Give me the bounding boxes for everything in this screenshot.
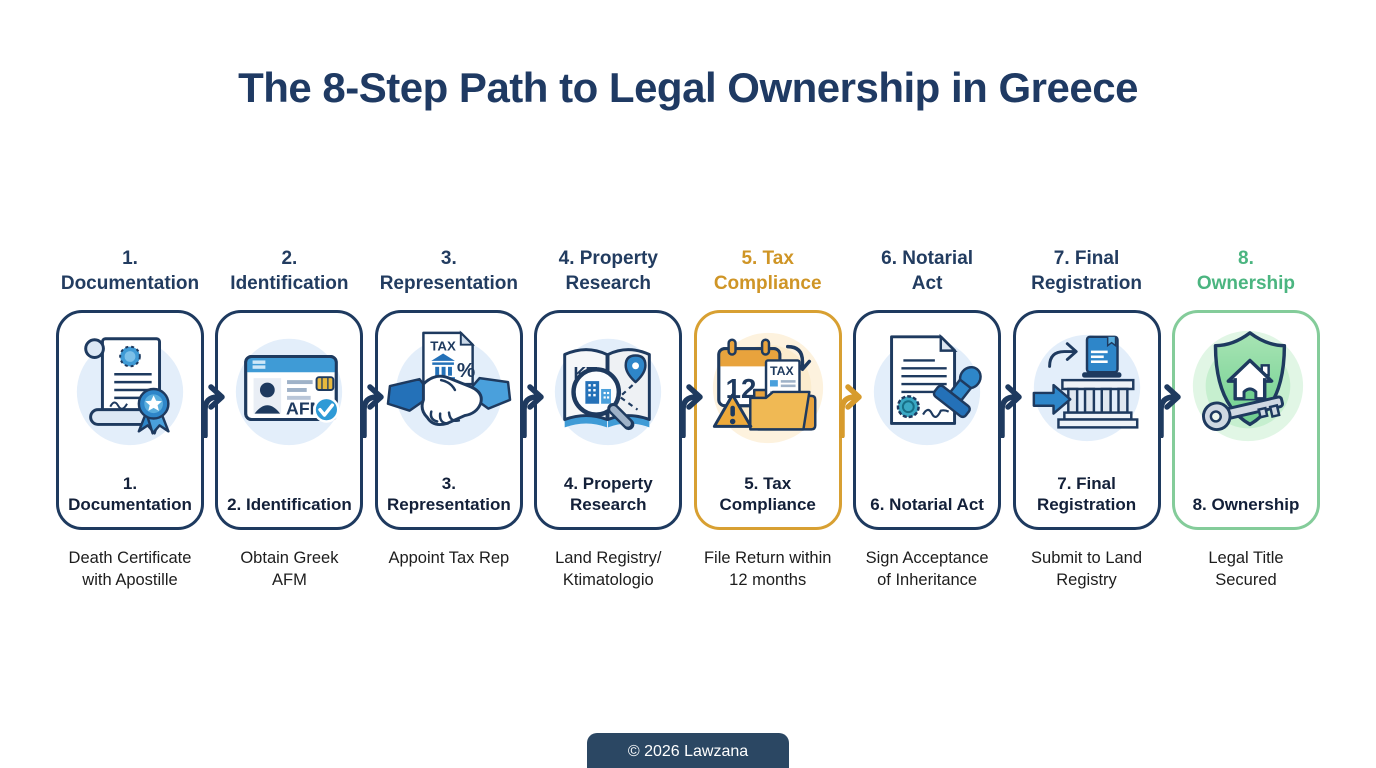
- svg-text:%: %: [457, 359, 475, 382]
- step-description: File Return within 12 months: [703, 549, 832, 590]
- step-card-label: 6. Notarial Act: [870, 494, 984, 514]
- step-description: Land Registry/ Ktimatologio: [555, 549, 662, 590]
- step-column-representation: 3. Representation TAX %: [374, 244, 523, 592]
- step-column-tax-compliance: 5. Tax Compliance 12: [693, 244, 842, 592]
- flow-arrow-icon: [1158, 384, 1181, 438]
- step-top-label: 3. Representation: [379, 247, 518, 294]
- step-top-label: 5. Tax Compliance: [713, 247, 822, 294]
- flow-arrow-icon: [839, 384, 862, 438]
- step-description: Sign Acceptance of Inheritance: [865, 549, 989, 590]
- step-card-label: 7. Final Registration: [1036, 473, 1137, 514]
- step-card-documentation: 1. Documentation: [56, 310, 204, 530]
- registry-building-icon: [1032, 334, 1140, 442]
- step-card-label: 4. Property Research: [563, 473, 653, 514]
- map-search-icon: KT: [555, 338, 662, 446]
- step-top-label: 2. Identification: [230, 247, 349, 294]
- step-column-identification: 2. Identification: [215, 244, 364, 592]
- shield-key-icon: [1192, 330, 1304, 442]
- flow-arrow-icon: [521, 384, 544, 438]
- svg-text:TAX: TAX: [770, 364, 794, 378]
- svg-text:TAX: TAX: [430, 339, 456, 354]
- step-card-final-registration: 7. Final Registration: [1012, 310, 1161, 530]
- handshake-tax-icon: TAX %: [386, 330, 512, 446]
- step-card-notarial-act: 6. Notarial Act: [853, 310, 1002, 530]
- step-top-label: 1. Documentation: [60, 247, 200, 294]
- flow-arrow-icon: [680, 384, 703, 438]
- step-card-representation: TAX % 3. Represen: [374, 310, 523, 530]
- step-card-property-research: KT: [534, 310, 683, 530]
- step-card-tax-compliance: 12 TAX: [693, 310, 842, 530]
- step-description: Legal Title Secured: [1208, 549, 1284, 590]
- step-card-label: 5. Tax Compliance: [719, 473, 816, 514]
- afm-id-card-icon: AFM: [236, 338, 343, 446]
- step-card-label: 8. Ownership: [1192, 494, 1300, 514]
- step-top-label: 7. Final Registration: [1031, 247, 1142, 294]
- step-column-notarial-act: 6. Notarial Act: [853, 244, 1002, 592]
- footer-copyright: © 2026 Lawzana: [587, 733, 789, 768]
- step-column-property-research: 4. Property Research KT: [534, 244, 683, 592]
- step-card-label: 3. Representation: [386, 473, 511, 514]
- step-column-final-registration: 7. Final Registration: [1012, 244, 1161, 592]
- step-column-ownership: 8. Ownership: [1171, 244, 1320, 592]
- step-card-identification: AFM 2. Identification: [215, 310, 364, 530]
- step-card-ownership: 8. Ownership: [1171, 310, 1320, 530]
- step-top-label: 4. Property Research: [558, 247, 658, 294]
- step-column-documentation: 1. Documentation: [56, 244, 204, 592]
- step-card-label: 2. Identification: [227, 494, 352, 514]
- step-top-label: 6. Notarial Act: [881, 247, 974, 294]
- flow-arrow-icon: [202, 384, 225, 438]
- tax-deadline-calendar-icon: 12 TAX: [712, 332, 823, 444]
- steps-row: 1. Documentation: [56, 244, 1320, 592]
- step-description: Submit to Land Registry: [1031, 549, 1143, 590]
- step-description: Death Certificate with Apostille: [68, 549, 192, 590]
- step-top-label: 8. Ownership: [1196, 247, 1296, 294]
- certificate-scroll-icon: [76, 337, 184, 446]
- step-description: Appoint Tax Rep: [388, 549, 510, 567]
- step-card-label: 1. Documentation: [68, 473, 192, 514]
- page-title: The 8-Step Path to Legal Ownership in Gr…: [238, 64, 1138, 111]
- flow-arrow-icon: [999, 384, 1022, 438]
- flow-arrow-icon: [361, 384, 384, 438]
- notary-stamp-icon: [873, 333, 982, 446]
- step-description: Obtain Greek AFM: [240, 549, 339, 590]
